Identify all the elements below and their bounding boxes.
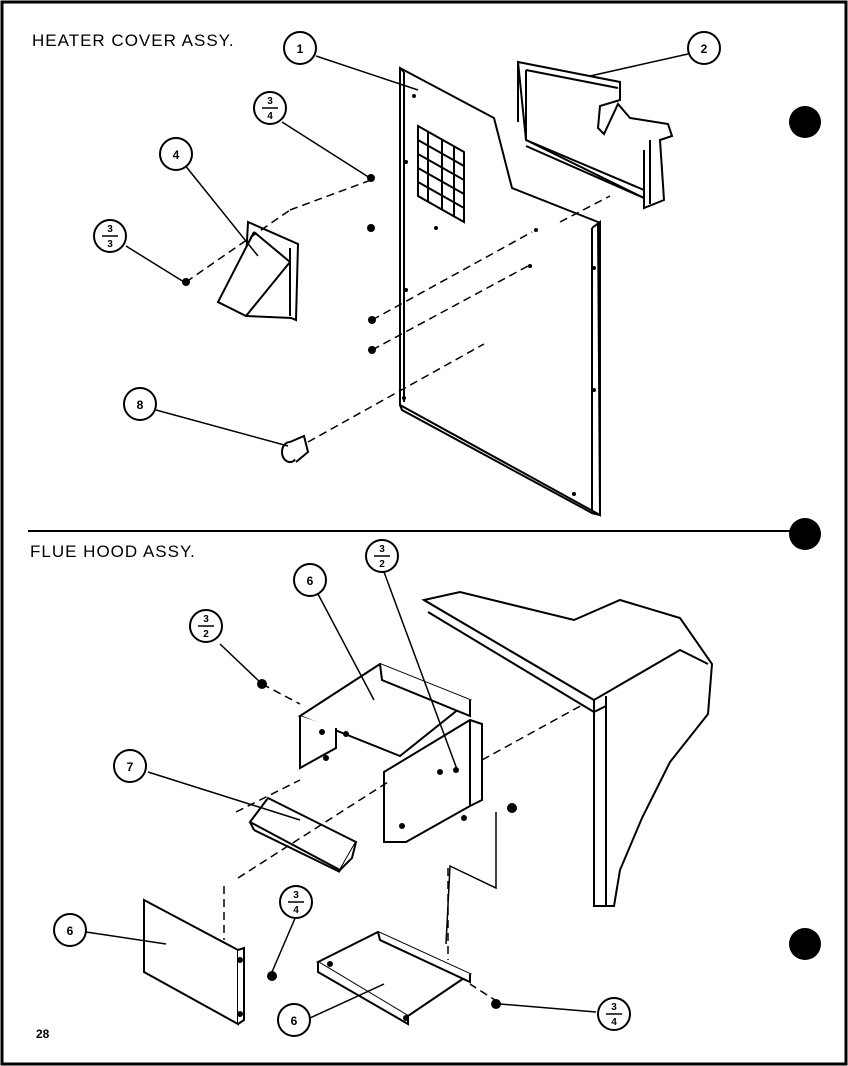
heater-cover-title: HEATER COVER ASSY. <box>32 31 235 50</box>
assembly-lines-flue <box>223 683 585 1003</box>
callout-3-over-2-right: 3 2 <box>365 539 399 573</box>
binder-hole-bottom <box>789 928 821 960</box>
callout-4: 4 <box>159 137 193 171</box>
hood-bracket-upper <box>297 662 472 770</box>
heater-box <box>516 60 674 210</box>
callout-6-tray: 6 <box>277 1003 311 1037</box>
callout-3-over-3: 3 3 <box>93 219 127 253</box>
svg-text:7: 7 <box>127 760 134 774</box>
callout-6-upper: 6 <box>293 563 327 597</box>
svg-text:8: 8 <box>137 398 144 412</box>
lower-tray <box>315 930 473 1026</box>
binder-hole-middle <box>789 518 821 550</box>
callout-3-over-4-flue-right: 3 4 <box>597 997 631 1031</box>
callout-3-over-4-flue-left: 3 4 <box>279 885 313 919</box>
callout-2: 2 <box>687 31 721 65</box>
louver-grille <box>417 124 465 224</box>
svg-text:3: 3 <box>293 890 299 901</box>
flue-hood-title: FLUE HOOD ASSY. <box>30 542 196 561</box>
hood-outline <box>445 812 497 945</box>
svg-text:4: 4 <box>611 1017 617 1028</box>
page-number: 28 <box>36 1027 50 1041</box>
knob <box>281 434 310 463</box>
callout-3-over-2-left: 3 2 <box>189 609 223 643</box>
callout-3-over-4-heater: 3 4 <box>253 91 287 125</box>
callout-8: 8 <box>123 387 157 421</box>
leader-lines-heater <box>125 53 689 447</box>
heater-cover-panel <box>399 66 602 517</box>
svg-text:6: 6 <box>307 574 314 588</box>
svg-text:4: 4 <box>173 148 180 162</box>
svg-text:3: 3 <box>203 614 209 625</box>
flue-hood-body <box>421 590 714 907</box>
callout-7: 7 <box>113 749 147 783</box>
panel-holes <box>402 94 596 496</box>
callout-6-left: 6 <box>53 913 87 947</box>
svg-text:3: 3 <box>379 544 385 555</box>
svg-text:1: 1 <box>297 42 304 56</box>
svg-text:4: 4 <box>267 111 273 122</box>
callout-1: 1 <box>283 31 317 65</box>
svg-text:3: 3 <box>107 239 113 250</box>
hood-front-plate <box>383 718 483 843</box>
binder-hole-top <box>789 106 821 138</box>
flue-vent <box>216 220 300 322</box>
svg-text:6: 6 <box>291 1014 298 1028</box>
svg-text:6: 6 <box>67 924 74 938</box>
lower-left-bracket <box>143 898 245 1026</box>
svg-text:2: 2 <box>203 629 209 640</box>
leader-lines-flue <box>85 571 597 1019</box>
assembly-lines-heater <box>185 179 611 443</box>
damper-plate <box>248 796 358 873</box>
svg-text:2: 2 <box>379 559 385 570</box>
svg-text:3: 3 <box>611 1002 617 1013</box>
svg-text:2: 2 <box>701 42 708 56</box>
svg-text:3: 3 <box>267 96 273 107</box>
svg-text:3: 3 <box>107 224 113 235</box>
svg-text:4: 4 <box>293 905 299 916</box>
